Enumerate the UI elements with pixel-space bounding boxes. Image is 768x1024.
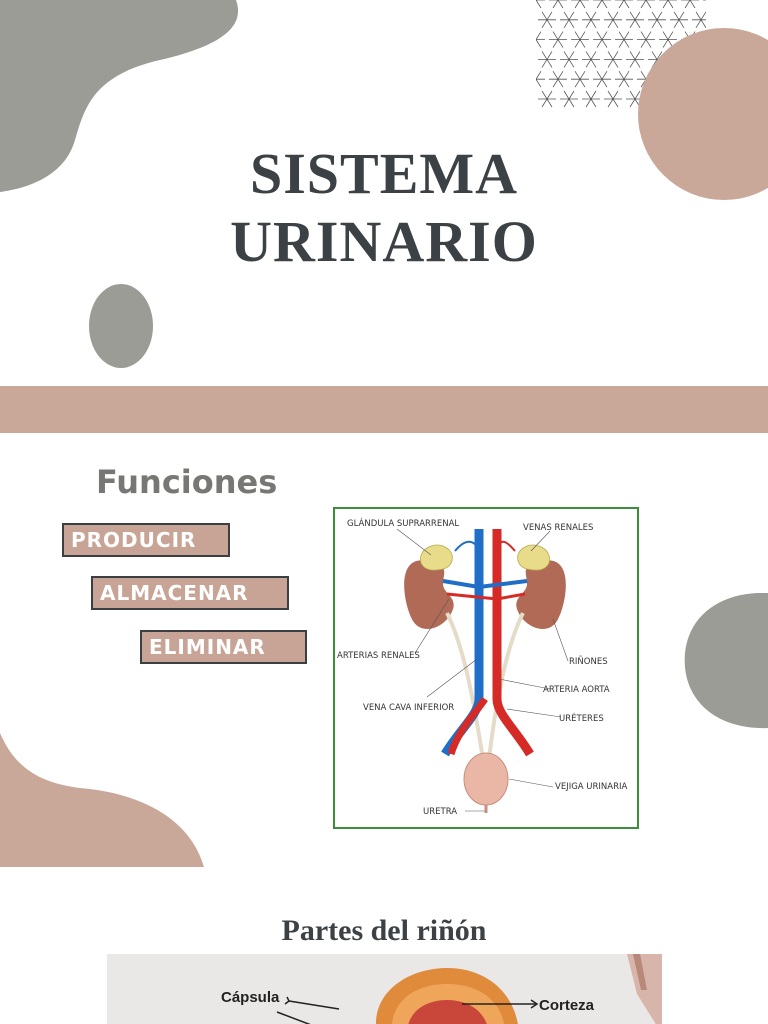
label-renal-arteries: ARTERIAS RENALES xyxy=(337,651,420,661)
function-produce: PRODUCIR xyxy=(62,523,230,557)
functions-heading: Funciones xyxy=(96,463,278,501)
label-kidneys: RIÑONES xyxy=(569,657,608,667)
label-bladder: VEJIGA URINARIA xyxy=(555,782,628,792)
kidney-parts-slide: Partes del riñón Cápsula Corteza xyxy=(0,867,768,1024)
label-adrenal-gland: GLÁNDULA SUPRARRENAL xyxy=(347,519,460,529)
urinary-anatomy-illustration xyxy=(396,528,569,813)
label-ureters: URÉTERES xyxy=(559,714,604,724)
label-renal-veins: VENAS RENALES xyxy=(523,523,594,533)
label-aorta: ARTERIA AORTA xyxy=(543,685,610,695)
function-store: ALMACENAR xyxy=(91,576,289,610)
functions-slide: Funciones PRODUCIR ALMACENAR ELIMINAR xyxy=(0,433,768,867)
label-cortex: Corteza xyxy=(539,997,595,1014)
kidney-section-illustration xyxy=(276,954,662,1024)
kidney-parts-heading: Partes del riñón xyxy=(281,914,487,947)
taupe-blob-bottom-left xyxy=(0,733,204,867)
kidney-cross-section-image: Cápsula Corteza xyxy=(107,954,662,1024)
title-slide: SISTEMA URINARIO xyxy=(0,0,768,386)
gray-blob-right xyxy=(684,593,768,729)
label-capsule: Cápsula xyxy=(221,989,280,1006)
function-eliminate: ELIMINAR xyxy=(140,630,307,664)
label-vena-cava: VENA CAVA INFERIOR xyxy=(363,703,455,713)
urinary-system-diagram: GLÁNDULA SUPRARRENAL VENAS RENALES ARTER… xyxy=(333,507,639,829)
taupe-divider-band xyxy=(0,386,768,433)
taupe-circle-top-right xyxy=(638,28,768,200)
title-line-2: URINARIO xyxy=(230,209,538,274)
gray-blob-top-left xyxy=(0,0,239,192)
title-line-1: SISTEMA xyxy=(249,141,519,206)
label-urethra: URETRA xyxy=(423,807,458,817)
gray-pebble xyxy=(89,284,153,368)
